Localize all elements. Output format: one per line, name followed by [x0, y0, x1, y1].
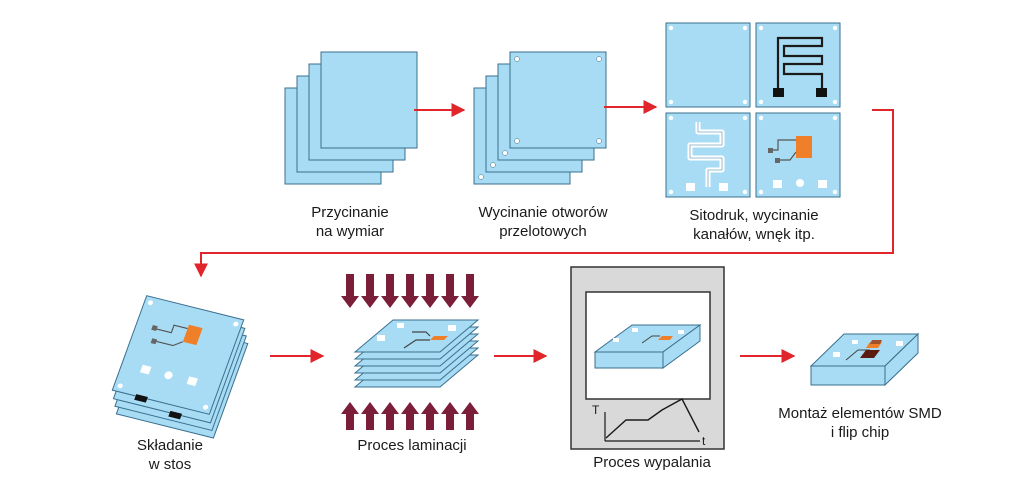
printed-sheets-icon — [665, 22, 841, 198]
laminate-block-icon — [353, 319, 480, 388]
time-axis-label: t — [702, 434, 706, 448]
press-arrows-top — [341, 274, 479, 308]
press-arrows-bottom — [341, 402, 479, 430]
flow-arrow-3 — [194, 109, 894, 278]
temperature-axis-label: T — [592, 403, 600, 417]
assembled-module-icon — [809, 332, 920, 387]
raw-sheets-icon — [284, 51, 418, 185]
furnace-icon — [570, 266, 725, 450]
stacked-sheets-icon — [111, 295, 249, 439]
temperature-profile-curve — [605, 398, 700, 439]
label-lamination: Proces laminacji — [357, 437, 467, 454]
label-firing: Proces wypalania — [593, 454, 711, 471]
via-sheets-icon — [473, 51, 607, 185]
